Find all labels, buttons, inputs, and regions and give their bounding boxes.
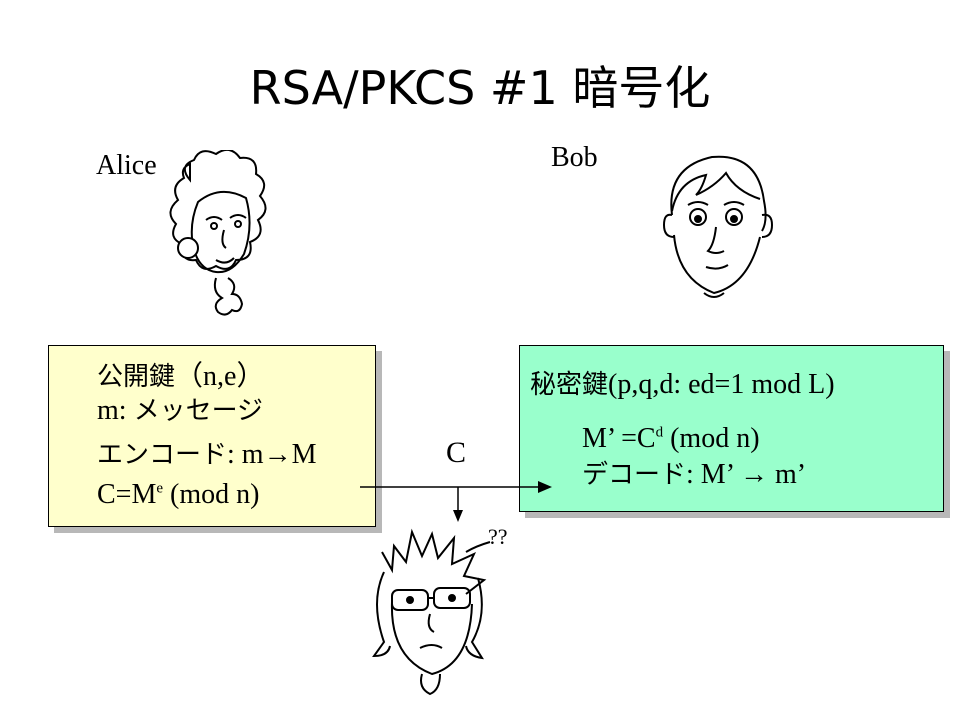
public-key-label: 公開鍵 — [97, 362, 176, 392]
bob-info-box: 秘密鍵(p,q,d: ed=1 mod L) M’ =Cd (mod n) デコ… — [519, 345, 944, 512]
alice-face-illustration — [169, 150, 267, 316]
decode-mapping: : M’ → m’ — [686, 459, 807, 490]
cipher-base: C=M — [97, 479, 157, 510]
alice-info-box: 公開鍵（n,e） m: メッセージ エンコード: m→M C=Me (mod n… — [48, 345, 376, 527]
alice-public-key-line: 公開鍵（n,e） — [97, 360, 264, 394]
decode-label: デコード — [582, 460, 687, 490]
decrypt-exponent: d — [655, 424, 664, 441]
eve-thought-text: ?? — [488, 524, 508, 549]
encode-label: エンコード — [97, 440, 228, 470]
message-label: メッセージ — [133, 396, 264, 426]
ciphertext-label: C — [446, 436, 467, 469]
cipher-exponent: e — [156, 480, 164, 497]
public-key-value: （n,e） — [175, 361, 265, 392]
private-key-label: 秘密鍵 — [530, 370, 609, 400]
decrypt-base: M’ =C — [582, 423, 656, 454]
private-key-value: (p,q,d: ed=1 mod L) — [608, 369, 835, 400]
ciphertext-arrowhead — [538, 481, 552, 493]
cipher-mod: (mod n) — [163, 479, 260, 510]
message-prefix: m: — [97, 395, 134, 426]
alice-message-line: m: メッセージ — [97, 394, 263, 428]
bob-decrypt-line: M’ =Cd (mod n) — [582, 422, 760, 456]
eve-face-illustration — [372, 528, 491, 696]
alice-cipher-line: C=Me (mod n) — [97, 478, 259, 512]
bob-face-illustration — [662, 155, 774, 298]
alice-encode-line: エンコード: m→M — [97, 438, 316, 472]
encode-mapping: : m→M — [227, 439, 317, 470]
slide-title: RSA/PKCS #1 暗号化 — [249, 61, 711, 115]
alice-name: Alice — [96, 150, 157, 181]
decrypt-mod: (mod n) — [663, 423, 760, 454]
bob-name: Bob — [551, 142, 598, 173]
eavesdrop-arrowhead — [453, 510, 463, 522]
bob-decode-line: デコード: M’ → m’ — [582, 458, 806, 492]
bob-private-key-line: 秘密鍵(p,q,d: ed=1 mod L) — [530, 368, 835, 402]
